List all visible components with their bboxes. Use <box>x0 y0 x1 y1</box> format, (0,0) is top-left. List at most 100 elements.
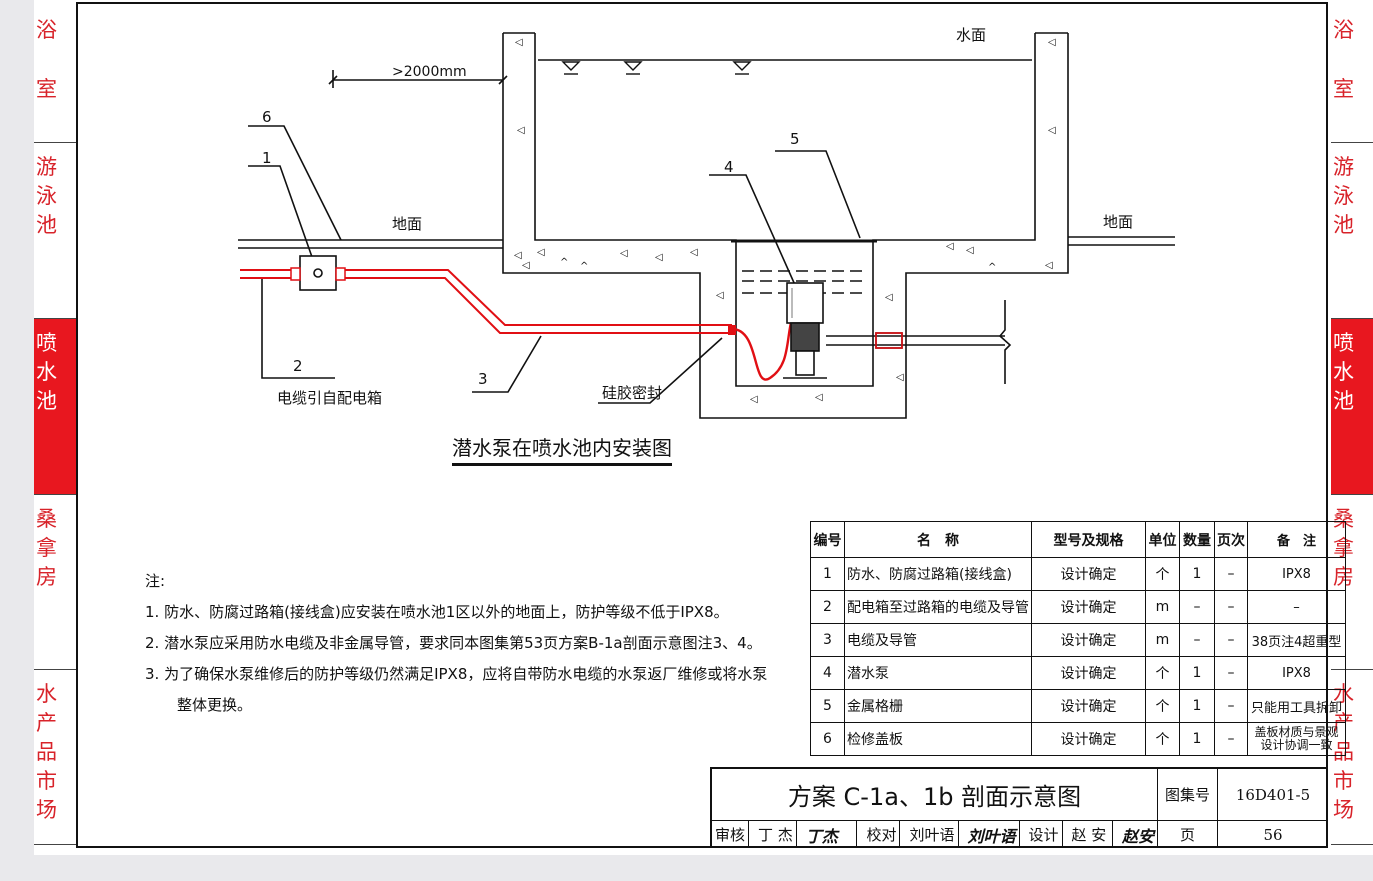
side-tab-char: 浴 <box>1333 18 1354 42</box>
cell-name: 金属格栅 <box>844 689 1032 723</box>
side-tab-char: 拿 <box>36 536 57 560</box>
callout-3: 3 <box>478 370 488 388</box>
cell-model: 设计确定 <box>1031 623 1146 657</box>
cell-page: – <box>1214 623 1248 657</box>
cell-remark: – <box>1247 590 1346 624</box>
side-tab-right-2[interactable]: 游泳池 <box>1331 143 1373 319</box>
check-label: 校对 <box>866 826 897 844</box>
reviewer-signature: 丁杰 <box>805 826 838 846</box>
cell-unit: 个 <box>1145 689 1180 723</box>
header-name: 名 称 <box>844 521 1032 558</box>
cell-page: – <box>1214 689 1248 723</box>
cell-remark: 38页注4超重型 <box>1247 623 1346 657</box>
side-tab-left-2[interactable]: 游泳池 <box>34 143 76 319</box>
cell-name: 检修盖板 <box>844 722 1032 756</box>
signature-row: 审核 丁 杰 丁杰 校对 刘叶语 刘叶语 设计 赵 安 赵安 <box>712 821 1158 848</box>
water-level-symbols <box>561 61 752 75</box>
cell-page: – <box>1214 557 1248 591</box>
side-tab-char: 池 <box>36 389 57 413</box>
note-item-3-continuation: 整体更换。 <box>177 696 253 714</box>
svg-text:◁: ◁ <box>885 292 893 303</box>
svg-text:◁: ◁ <box>946 241 954 252</box>
side-tab-left-1[interactable]: 浴室 <box>34 0 76 143</box>
side-tab-char: 场 <box>36 798 57 822</box>
side-tab-char: 市 <box>36 769 57 793</box>
side-tab-char: 泳 <box>1333 184 1354 208</box>
designer-signature: 赵安 <box>1121 826 1154 846</box>
callout-1: 1 <box>262 149 272 167</box>
svg-text:◁: ◁ <box>690 247 698 258</box>
side-tab-right-3[interactable]: 喷水池 <box>1331 319 1373 495</box>
cell-no: 6 <box>810 722 845 756</box>
svg-text:◁: ◁ <box>537 247 545 258</box>
cell-remark: IPX8 <box>1247 557 1346 591</box>
cell-remark: IPX8 <box>1247 656 1346 690</box>
diagram-title: 潜水泵在喷水池内安装图 <box>452 432 672 466</box>
note-item-1: 1. 防水、防腐过路箱(接线盒)应安装在喷水池1区以外的地面上，防护等级不低于I… <box>145 603 729 621</box>
side-tab-left-3[interactable]: 喷水池 <box>34 319 76 495</box>
side-tab-char: 室 <box>36 77 57 101</box>
cell-unit: 个 <box>1145 656 1180 690</box>
side-tab-left-5[interactable]: 水产品市场 <box>34 670 76 845</box>
drawing-title: 方案 C-1a、1b 剖面示意图 <box>712 769 1158 821</box>
atlas-number: 16D401-5 <box>1218 769 1328 821</box>
side-tab-char: 泳 <box>36 184 57 208</box>
ground-label-right: 地面 <box>1103 213 1134 231</box>
svg-text:◁: ◁ <box>517 125 525 136</box>
cell-model: 设计确定 <box>1031 722 1146 756</box>
ground-label-left: 地面 <box>392 215 423 233</box>
cell-no: 2 <box>810 590 845 624</box>
cell-no: 5 <box>810 689 845 723</box>
svg-text:◁: ◁ <box>1045 260 1053 271</box>
notes-heading: 注: <box>145 572 166 590</box>
cell-no: 1 <box>810 557 845 591</box>
callout-2: 2 <box>293 357 303 375</box>
side-tab-right-1[interactable]: 浴室 <box>1331 0 1373 143</box>
callout-5: 5 <box>790 130 800 148</box>
cell-name: 防水、防腐过路箱(接线盒) <box>844 557 1032 591</box>
cell-unit: 个 <box>1145 722 1180 756</box>
side-tab-char: 桑 <box>36 507 57 531</box>
callout-6: 6 <box>262 108 272 126</box>
distance-label: >2000mm <box>392 64 467 80</box>
cell-qty: – <box>1179 623 1215 657</box>
side-tab-char: 场 <box>1333 798 1354 822</box>
side-tab-char: 游 <box>1333 155 1354 179</box>
side-tab-char: 品 <box>36 740 57 764</box>
cell-remark: 盖板材质与景观设计协调一致 <box>1247 722 1346 756</box>
cell-no: 3 <box>810 623 845 657</box>
cell-qty: 1 <box>1179 689 1215 723</box>
cell-qty: 1 <box>1179 656 1215 690</box>
seal-label: 硅胶密封 <box>602 384 663 402</box>
side-tab-left-4[interactable]: 桑拿房 <box>34 495 76 670</box>
page-number: 56 <box>1263 825 1283 844</box>
cell-model: 设计确定 <box>1031 656 1146 690</box>
atlas-label: 图集号 <box>1158 769 1218 821</box>
side-tab-char: 喷 <box>1333 331 1354 355</box>
side-tab-char: 游 <box>36 155 57 179</box>
svg-text:◁: ◁ <box>514 250 522 261</box>
svg-text:^: ^ <box>580 261 588 272</box>
title-block: 方案 C-1a、1b 剖面示意图 图集号 16D401-5 页 56 审核 丁 … <box>710 767 1328 848</box>
side-tab-char: 水 <box>1333 360 1354 384</box>
svg-text:◁: ◁ <box>515 37 523 48</box>
cable-conduit <box>240 269 794 381</box>
junction-box <box>299 255 337 291</box>
note-item-3: 3. 为了确保水泵维修后的防护等级仍然满足IPX8，应将自带防水电缆的水泵返厂维… <box>145 665 768 683</box>
cell-qty: 1 <box>1179 722 1215 756</box>
header-qty: 数量 <box>1179 521 1215 558</box>
water-surface-label: 水面 <box>956 26 987 44</box>
cell-page: – <box>1214 590 1248 624</box>
svg-text:◁: ◁ <box>1048 125 1056 136</box>
side-tab-char: 池 <box>36 213 57 237</box>
header-model: 型号及规格 <box>1031 521 1146 558</box>
side-tab-char: 喷 <box>36 331 57 355</box>
svg-text:^: ^ <box>560 257 568 268</box>
side-tab-char: 水 <box>36 682 57 706</box>
side-tab-char: 池 <box>1333 213 1354 237</box>
svg-text:◁: ◁ <box>750 394 758 405</box>
